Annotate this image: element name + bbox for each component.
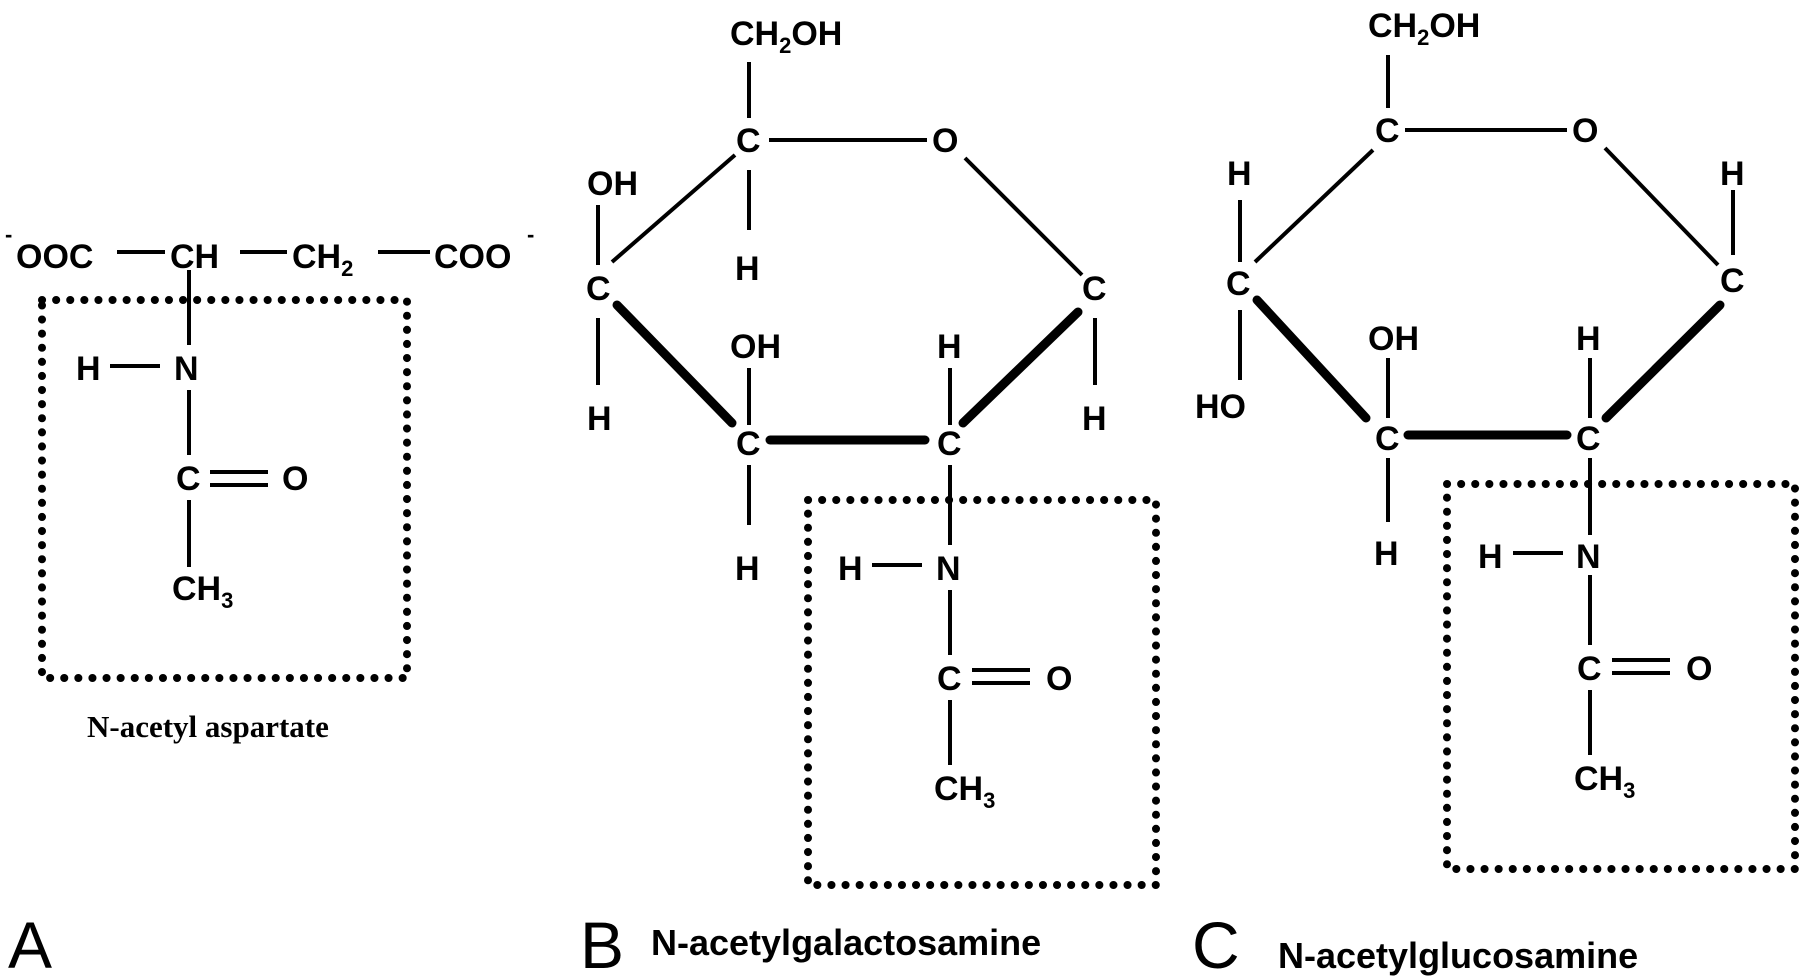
atom-b-h-n: H — [838, 550, 863, 588]
caption-c: N-acetylglucosamine — [1278, 935, 1638, 976]
charge-minus-right: - — [527, 222, 534, 247]
atom-ch2: CH2 — [292, 238, 353, 281]
atom-b-ch2oh: CH2OH — [730, 15, 842, 58]
atom-c-c2: C — [1576, 420, 1601, 458]
atom-c-ho-c4: HO — [1195, 388, 1246, 426]
atom-c-c1: C — [1720, 262, 1745, 300]
atom-coo: COO — [434, 238, 511, 276]
atom-b-h-c4: H — [587, 400, 612, 438]
atom-b-h-c3: H — [735, 550, 760, 588]
atom-n: N — [174, 350, 199, 388]
atom-c-c5: C — [1375, 112, 1400, 150]
atom-c: C — [176, 460, 201, 498]
panel-c: CH2OH C O H H C C HO OH H C C H H N C O … — [1192, 7, 1799, 979]
acetyl-group-box-a — [38, 296, 411, 682]
atom-b-c2: C — [937, 425, 962, 463]
atom-c-c3: C — [1375, 420, 1400, 458]
atom-b-h-c5: H — [735, 250, 760, 288]
atom-b-c-carbonyl: C — [937, 660, 962, 698]
atom-c-h-c4: H — [1227, 155, 1252, 193]
atom-b-c3: C — [736, 425, 761, 463]
atom-b-h-c1: H — [1082, 400, 1107, 438]
caption-b: N-acetylgalactosamine — [651, 922, 1041, 963]
panel-letter-b: B — [580, 908, 624, 979]
caption-a: N-acetyl aspartate — [87, 709, 329, 744]
atom-b-n: N — [936, 550, 961, 588]
bond-b-c4-c3 — [612, 300, 737, 428]
atom-o: O — [282, 460, 308, 498]
atom-c-c-carbonyl: C — [1577, 650, 1602, 688]
atom-c-oh-c3: OH — [1368, 320, 1419, 358]
bond-b-c4-c5 — [610, 153, 737, 264]
atom-b-oh-c3: OH — [730, 328, 781, 366]
atom-ooc: OOC — [16, 238, 93, 276]
atom-b-c5: C — [736, 122, 761, 160]
atom-c-h-c3: H — [1374, 535, 1399, 573]
bond-c-c4-c5 — [1253, 148, 1375, 264]
bond-c-o-c1 — [1603, 146, 1720, 267]
atom-c-h-c2: H — [1576, 320, 1601, 358]
atom-c-ch3: CH3 — [1574, 760, 1635, 803]
bond-b-o-c1 — [963, 156, 1084, 277]
panel-a: - OOC CH CH2 COO - H N C O CH3 N-acetyl … — [5, 222, 534, 979]
atom-c-h-c1: H — [1720, 155, 1745, 193]
atom-b-ch3: CH3 — [934, 770, 995, 813]
atom-b-oh-c4: OH — [587, 165, 638, 203]
atom-c-o-carbonyl: O — [1686, 650, 1712, 688]
panel-letter-a: A — [8, 908, 52, 979]
atom-b-h-c2: H — [937, 328, 962, 366]
panel-b: CH2OH C O H OH C H C H OH C H H C H N C … — [580, 15, 1160, 979]
atom-b-c4: C — [586, 270, 611, 308]
charge-minus-left: - — [5, 222, 12, 247]
atom-c-n: N — [1576, 538, 1601, 576]
atom-ch: CH — [170, 238, 219, 276]
atom-c-ch2oh: CH2OH — [1368, 7, 1480, 50]
atom-b-c1: C — [1082, 270, 1107, 308]
atom-c-o-ring: O — [1572, 112, 1598, 150]
atom-c-c4: C — [1226, 265, 1251, 303]
bond-c-c4-c3 — [1252, 295, 1371, 423]
atom-c-h-n: H — [1478, 538, 1503, 576]
bond-b-c2-c1 — [958, 307, 1083, 428]
atom-b-o-ring: O — [932, 122, 958, 160]
bond-c-c2-c1 — [1601, 300, 1725, 423]
atom-h: H — [76, 350, 101, 388]
atom-b-o-carbonyl: O — [1046, 660, 1072, 698]
panel-letter-c: C — [1192, 908, 1240, 979]
atom-ch3: CH3 — [172, 570, 233, 613]
